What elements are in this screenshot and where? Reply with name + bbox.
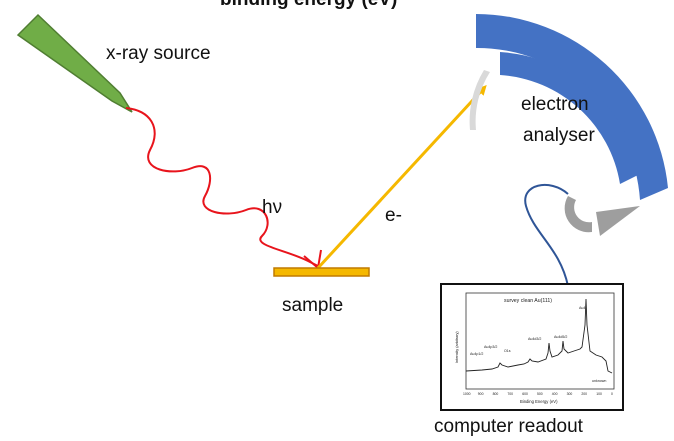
readout-panel: survey clean Au(111) Au4p1/2 Au4p3/2 O1s… <box>440 283 624 411</box>
readout-x-tick: 900 <box>478 392 484 396</box>
xray-source-label: x-ray source <box>106 43 211 64</box>
peak-label: Au4d3/2 <box>528 337 541 341</box>
readout-label: computer readout <box>434 416 583 437</box>
readout-ylabel: Intensity (arbitrary) <box>455 331 459 363</box>
readout-x-tick: 200 <box>581 392 587 396</box>
readout-x-tick: 600 <box>522 392 528 396</box>
analyser-outer-arc <box>476 14 668 200</box>
spectrum-line <box>465 298 613 374</box>
sample-label: sample <box>282 295 344 316</box>
readout-x-tick: 700 <box>507 392 513 396</box>
readout-x-tick: 300 <box>567 392 573 396</box>
detector-hook <box>564 196 592 233</box>
readout-x-tick: 400 <box>552 392 558 396</box>
photon-wave <box>125 107 319 267</box>
readout-xlabel: Binding Energy (eV) <box>520 399 558 404</box>
analyser-inner-arc <box>500 52 640 184</box>
analyser-entrance <box>469 70 490 130</box>
sample-bar <box>273 267 370 277</box>
readout-spectrum: survey clean Au(111) Au4p1/2 Au4p3/2 O1s… <box>455 292 615 404</box>
readout-x-tick: 0 <box>611 392 613 396</box>
peak-label: Au4p1/2 <box>470 352 483 356</box>
electron-label: e- <box>385 205 402 226</box>
photon-label: hν <box>262 197 283 218</box>
analyser-label-line1: electron <box>521 94 589 115</box>
readout-x-tick: 100 <box>596 392 602 396</box>
electron-path <box>316 85 487 270</box>
detector-tip <box>596 206 640 236</box>
analyser-label-line2: analyser <box>523 125 595 146</box>
readout-x-tick: 1000 <box>463 392 471 396</box>
diagram-title: binding energy (eV) <box>220 0 397 11</box>
readout-plot-title: survey clean Au(111) <box>504 298 552 304</box>
peak-label: O1s <box>504 349 511 353</box>
xray-source-icon <box>16 13 133 113</box>
peak-label: Au4d5/2 <box>554 335 567 339</box>
readout-x-tick: 800 <box>493 392 499 396</box>
readout-x-tick: 500 <box>537 392 543 396</box>
peak-label: unknown <box>592 379 606 383</box>
readout-cable <box>524 184 569 287</box>
peak-label: Au4p3/2 <box>484 345 497 349</box>
peak-label: Au4f <box>579 306 586 310</box>
